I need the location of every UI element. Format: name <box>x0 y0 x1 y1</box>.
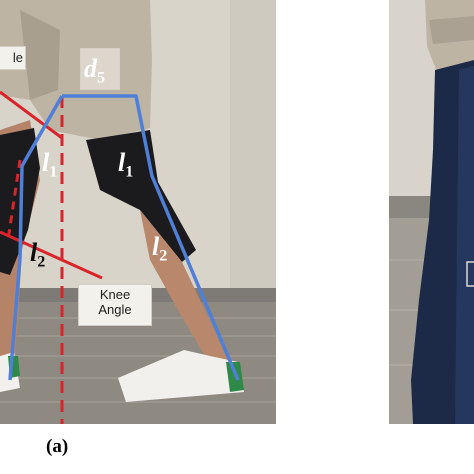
panel-a-caption: (a) <box>46 436 69 457</box>
l2-left-base: l <box>30 238 38 267</box>
l2-right-label: l2 <box>152 234 167 265</box>
figure-panel-b <box>389 0 474 424</box>
l2-left-label: l2 <box>30 240 45 271</box>
l2-left-sub: 2 <box>37 253 46 271</box>
knee-angle-label-line2: Angle <box>98 301 132 317</box>
d5-base: d <box>84 54 97 83</box>
knee-angle-label-line1: Knee <box>99 287 131 302</box>
knee-angle-label: Knee Angle <box>78 284 152 326</box>
angle-label-partial: le <box>0 46 26 70</box>
l1-right-label: l1 <box>118 150 133 181</box>
leg-photo-a <box>0 0 276 424</box>
l2-right-sub: 2 <box>159 247 168 265</box>
d5-box <box>80 48 120 90</box>
leg-photo-b <box>389 0 474 424</box>
angle-label-partial-text: le <box>12 50 23 65</box>
l1-left-label: l1 <box>42 150 57 181</box>
d5-label: d5 <box>84 56 105 87</box>
l1-left-sub: 1 <box>49 163 58 181</box>
l2-right-base: l <box>152 232 160 261</box>
l1-left-base: l <box>42 148 50 177</box>
d5-sub: 5 <box>97 69 106 87</box>
l1-right-sub: 1 <box>125 163 134 181</box>
l1-right-base: l <box>118 148 126 177</box>
figure-panel-a: le Knee Angle d5 l1 l1 l2 l2 <box>0 0 276 424</box>
